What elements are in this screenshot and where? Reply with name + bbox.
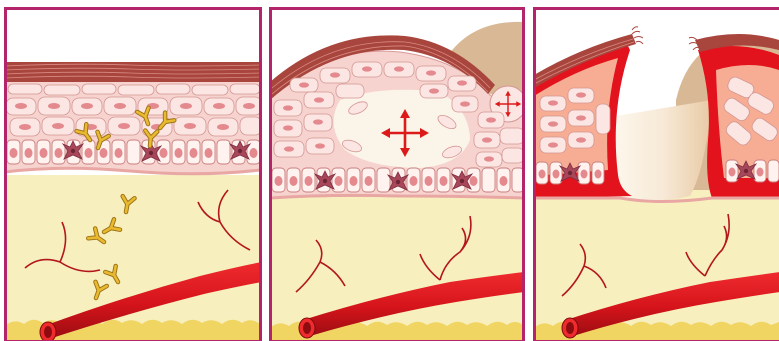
panel-3 <box>534 8 779 341</box>
basal-cells <box>7 140 260 164</box>
stratum-corneum <box>5 62 260 82</box>
granular-cells <box>8 84 260 95</box>
panel-1 <box>5 8 262 341</box>
panel-2 <box>270 8 526 341</box>
